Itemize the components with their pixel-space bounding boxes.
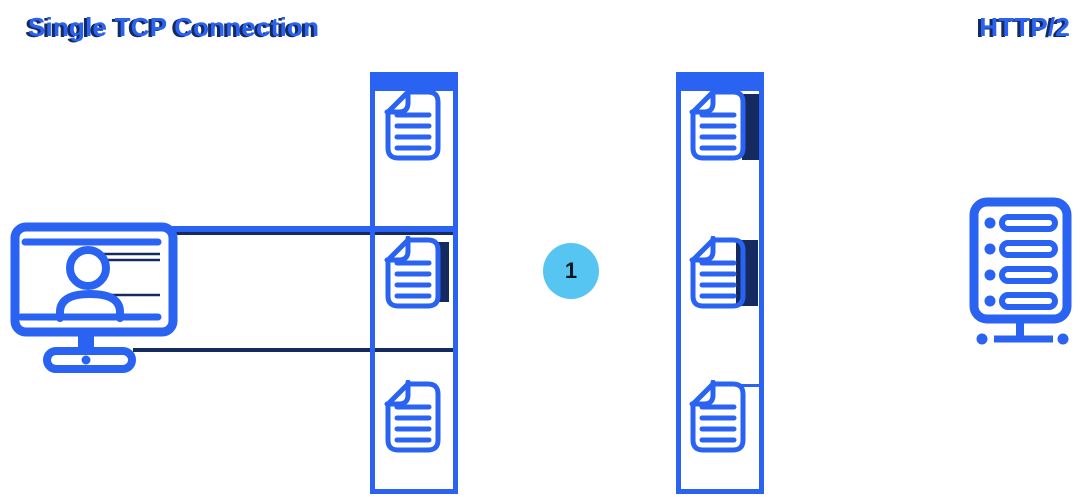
document-icon: [689, 88, 746, 161]
document-icon: [689, 236, 746, 309]
document-icon: [689, 380, 746, 453]
request-stack-frame: [370, 72, 458, 494]
connection-count-label: 1: [564, 258, 578, 283]
monitor-user-icon: [10, 222, 178, 373]
protocol-label: HTTP/2: [979, 12, 1070, 42]
connection-line-top-shadow: [170, 232, 458, 235]
document-shadow: [742, 94, 761, 160]
document-icon: [384, 380, 441, 453]
response-stack-frame: [676, 72, 764, 494]
document-icon: [384, 88, 441, 161]
connection-line-top: [170, 226, 458, 232]
document-icon: [384, 236, 441, 309]
request-stack-header: [370, 72, 458, 91]
page-title: Single TCP Connection: [28, 12, 320, 42]
document-connector-line: [740, 384, 763, 387]
connection-count-badge: 1: [543, 243, 599, 299]
response-stack-header: [676, 72, 764, 91]
server-rack-icon: [969, 197, 1072, 345]
connection-line-bottom: [133, 348, 458, 352]
